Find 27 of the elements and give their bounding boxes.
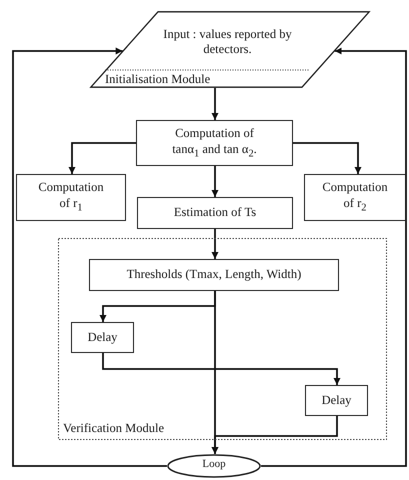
arrow [212, 166, 218, 197]
process-box [136, 120, 293, 166]
process-box [305, 385, 368, 416]
arrow [68, 142, 136, 174]
process-box [16, 174, 126, 221]
node-label: Delay [88, 330, 118, 346]
node-label: Computation of tanα$_{1}$ and tan α$_{2}$. [171, 126, 258, 160]
node-label: Input : values reported by detectors. [162, 27, 293, 57]
module-label: Verification Module [63, 421, 164, 436]
module-label: Initialisation Module [105, 72, 210, 87]
process-box [89, 259, 339, 291]
node-label: Delay [322, 392, 352, 408]
process-box [137, 197, 293, 229]
arrow [12, 48, 167, 467]
arrow [212, 88, 218, 120]
process-box [304, 174, 406, 221]
node-label: Computation of r$_{2}$ [322, 180, 388, 215]
node-label: Estimation of Ts [174, 205, 256, 221]
arrow [212, 229, 218, 259]
node-label: Loop [201, 458, 227, 470]
process-box [71, 322, 134, 353]
arrow [261, 48, 407, 467]
arrow [212, 416, 338, 454]
node-label: Computation of r$_{1}$ [38, 180, 104, 215]
arrow [293, 142, 362, 174]
node-label: Thresholds (Tmax, Length, Width) [126, 267, 302, 283]
arrow [102, 353, 340, 385]
